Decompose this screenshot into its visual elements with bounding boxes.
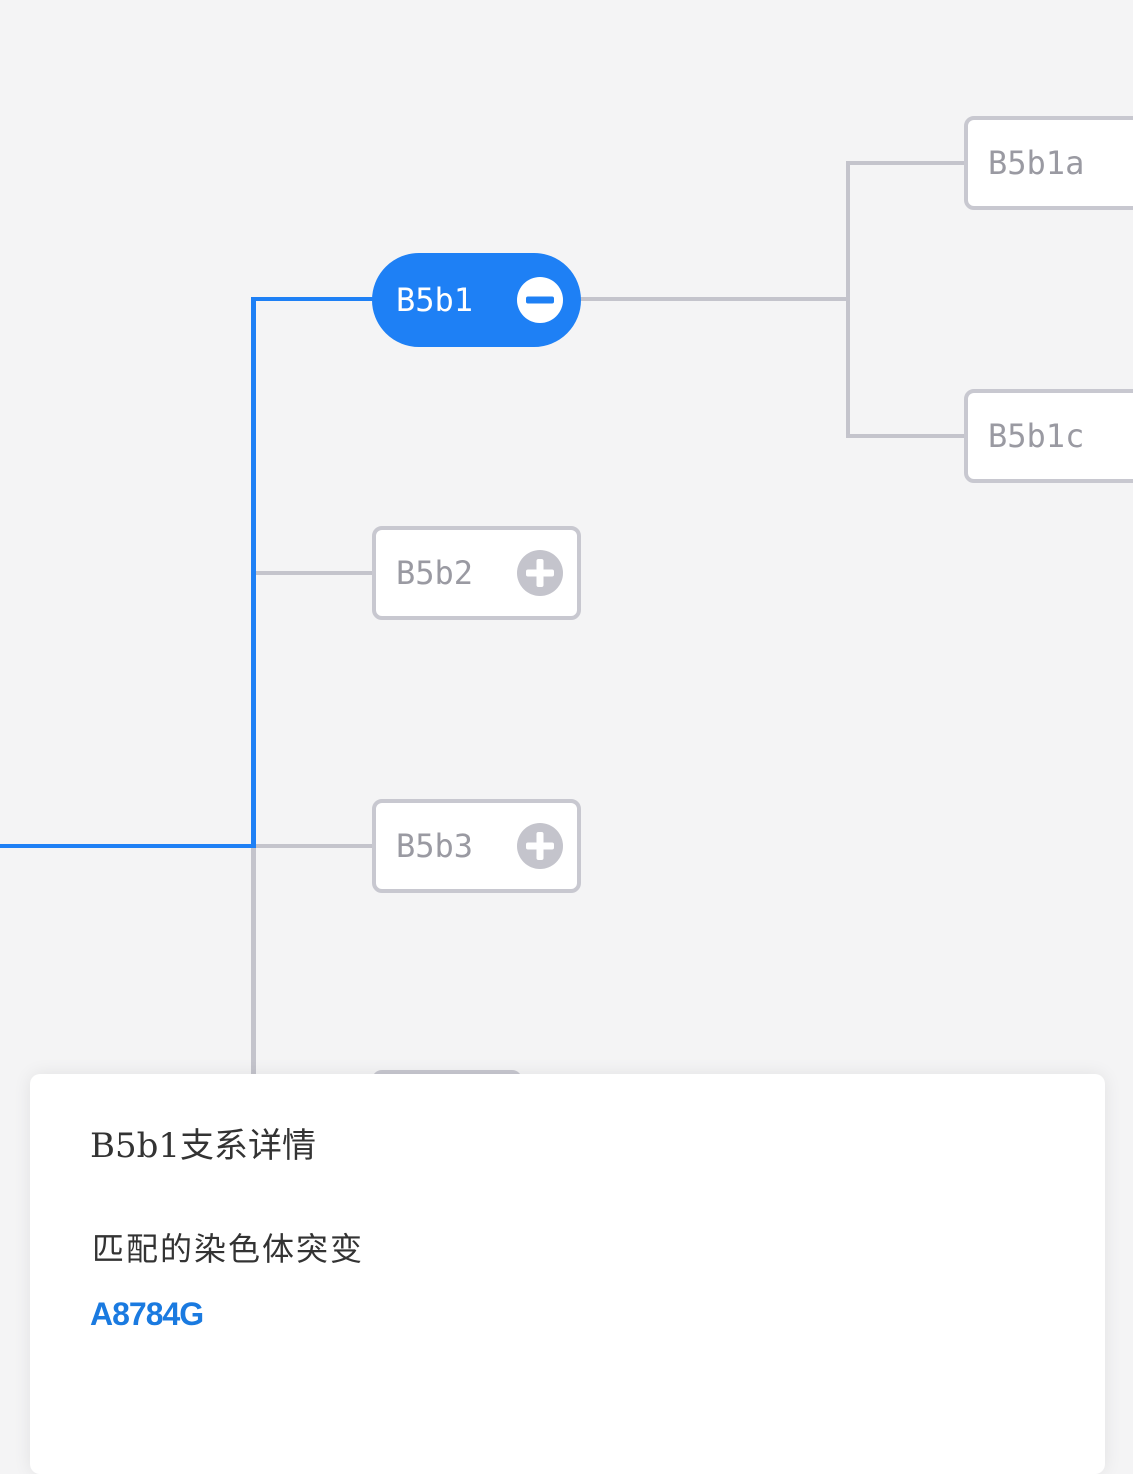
connector-line (254, 844, 374, 848)
panel-title: B5b1支系详情 (90, 1126, 317, 1166)
tree-node-b5b1a[interactable]: B5b1a (964, 116, 1133, 210)
connector-line (846, 161, 850, 438)
mutation-label: 匹配的染色体突变 (92, 1230, 365, 1268)
active-path-line (251, 297, 256, 848)
active-path-line (0, 844, 256, 848)
tree-node-b5b1c[interactable]: B5b1c (964, 389, 1133, 483)
tree-node-b5b3[interactable]: B5b3 (372, 799, 581, 893)
expand-plus-icon[interactable] (517, 823, 563, 869)
node-label: B5b1 (396, 281, 474, 319)
connector-line (846, 161, 968, 165)
tree-node-b5b1[interactable]: B5b1 (372, 253, 581, 347)
connector-line (578, 297, 850, 301)
collapse-minus-icon[interactable] (517, 277, 563, 323)
mutation-value-link[interactable]: A8784G (90, 1296, 204, 1332)
node-label: B5b1c (988, 417, 1085, 455)
connector-line (251, 846, 256, 1076)
connector-line (254, 571, 374, 575)
connector-line (846, 434, 968, 438)
node-label: B5b2 (396, 554, 474, 592)
tree-node-b5b2[interactable]: B5b2 (372, 526, 581, 620)
active-path-line (251, 297, 375, 301)
node-label: B5b1a (988, 144, 1085, 182)
expand-plus-icon[interactable] (517, 550, 563, 596)
detail-panel: B5b1支系详情 匹配的染色体突变 A8784G (30, 1074, 1105, 1474)
node-label: B5b3 (396, 827, 474, 865)
